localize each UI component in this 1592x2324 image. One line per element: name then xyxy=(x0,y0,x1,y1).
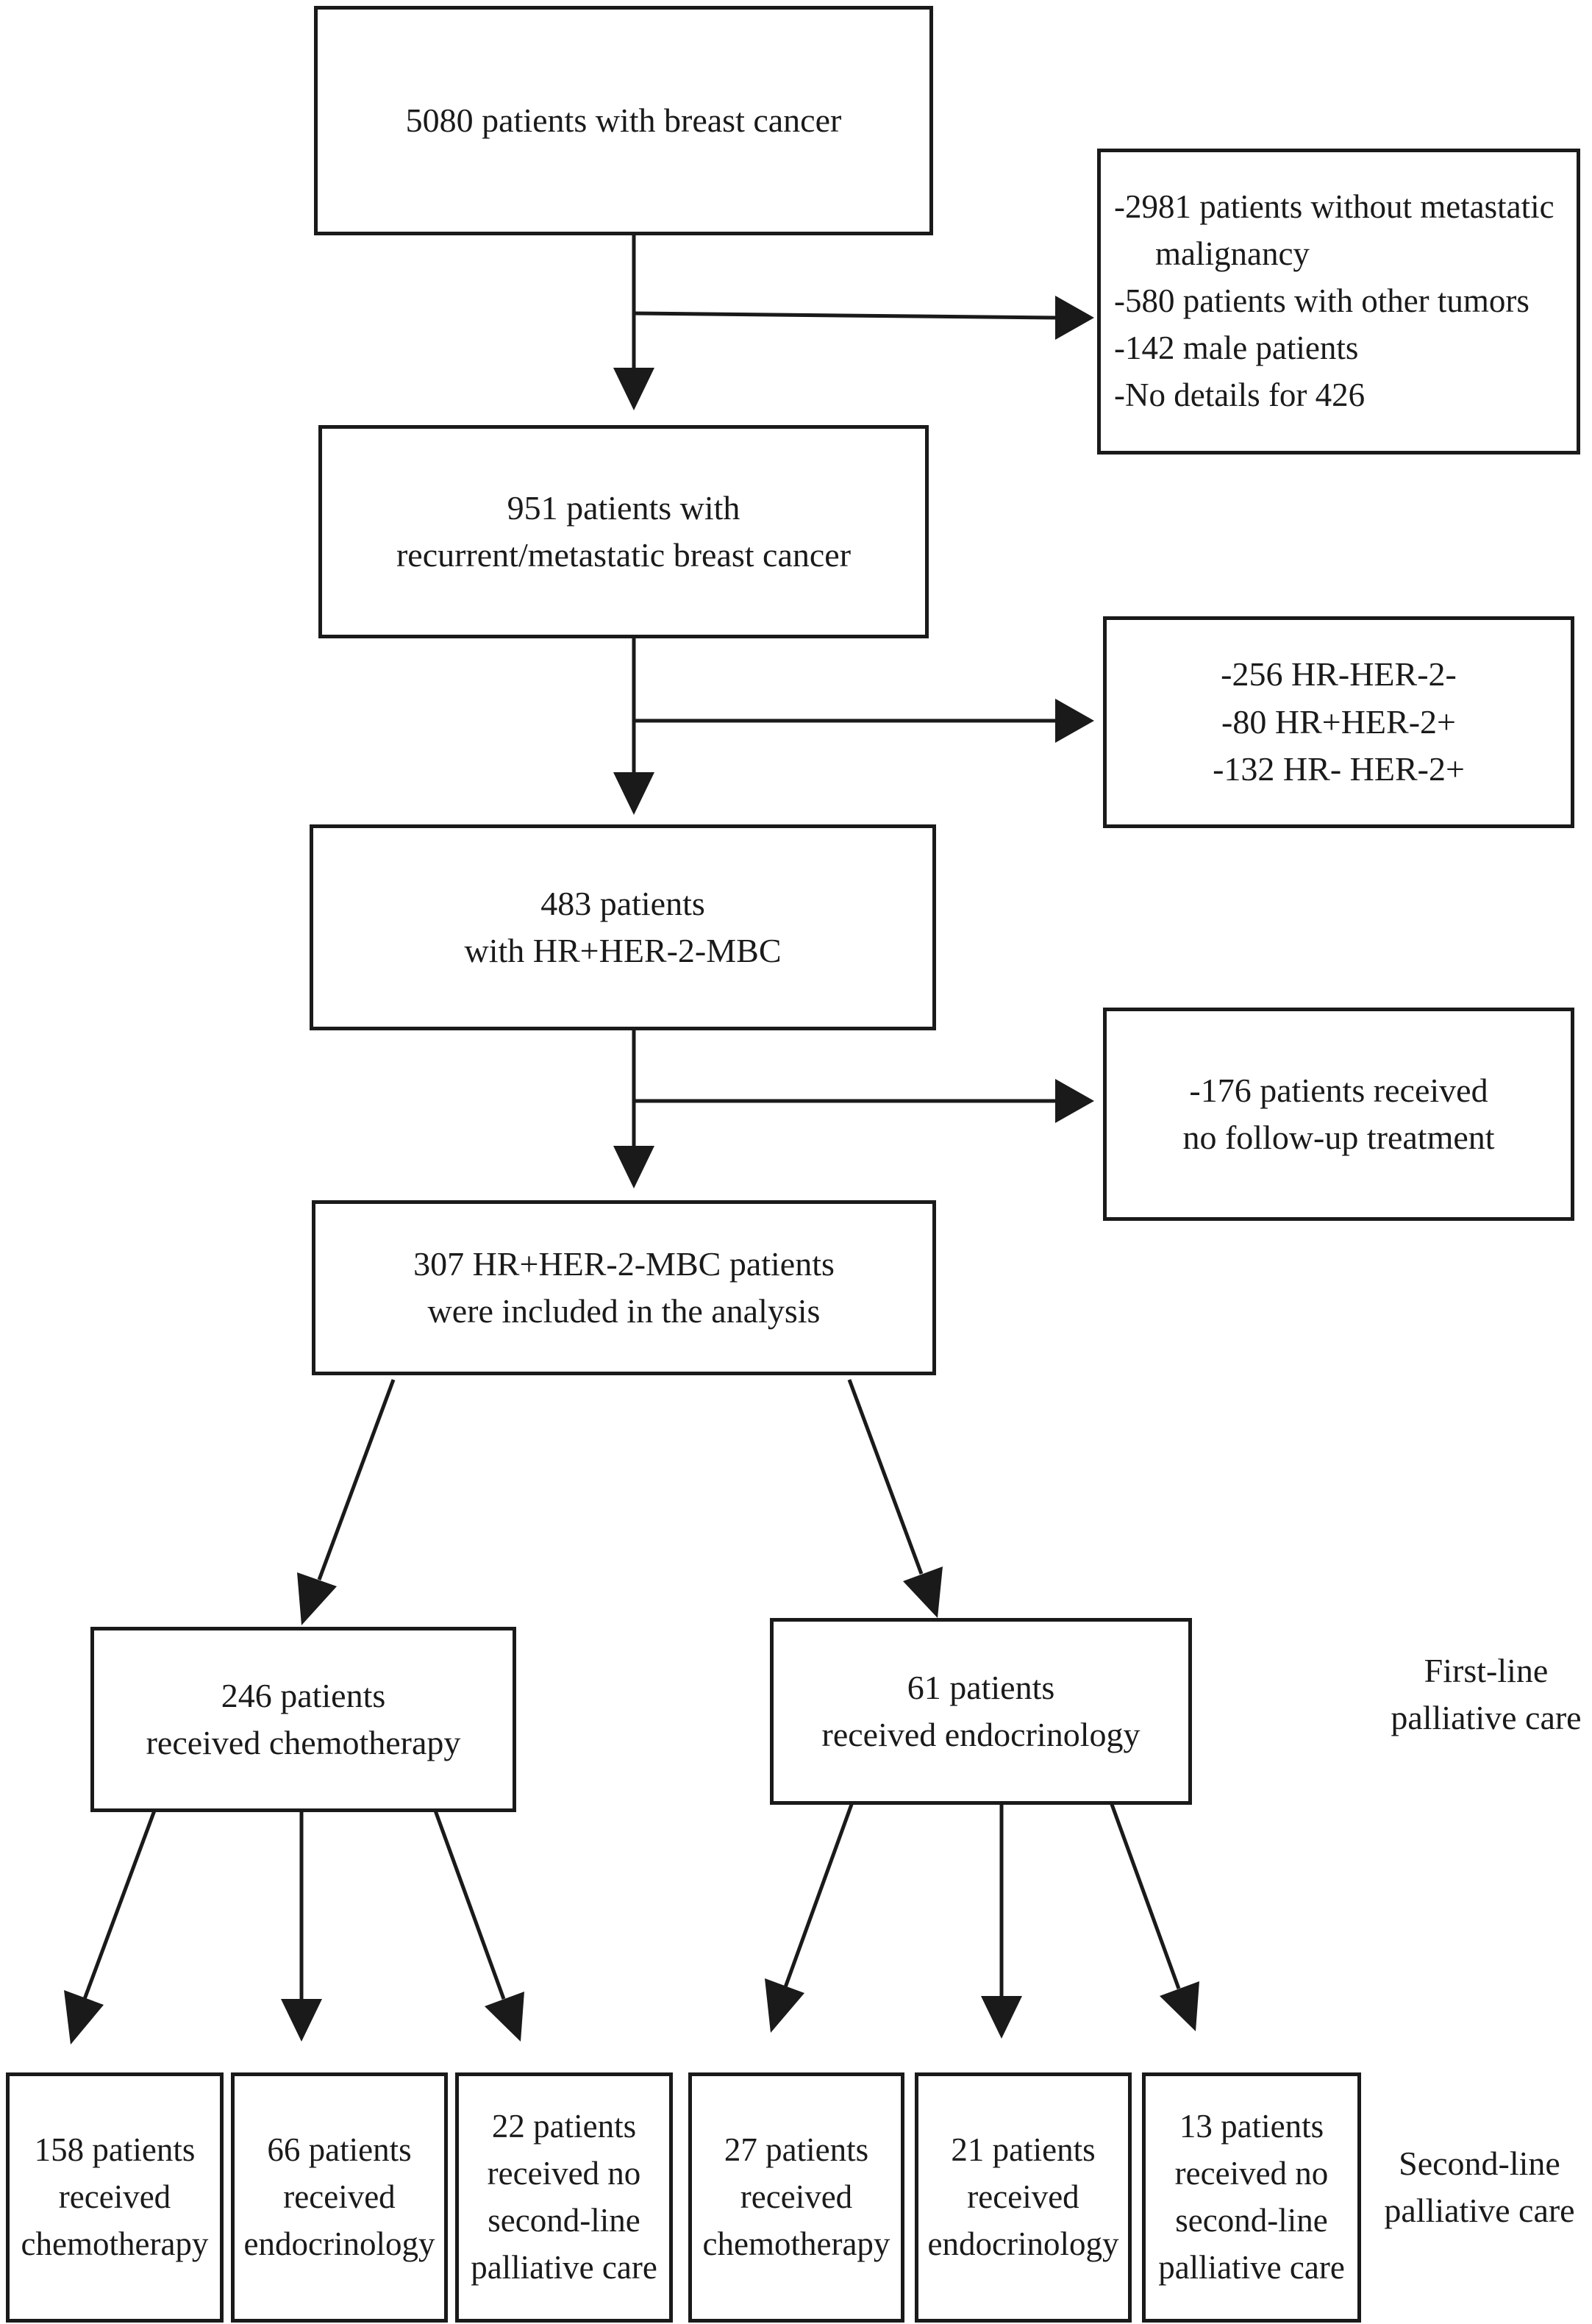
connector-line xyxy=(847,1379,924,1575)
connector-line xyxy=(1108,1800,1181,1989)
text-line: 66 patients xyxy=(267,2131,412,2169)
text-line: received xyxy=(283,2178,396,2216)
arrowhead xyxy=(281,1999,322,2042)
box-no-follow-up: -176 patients received no follow-up treat… xyxy=(1103,1008,1574,1221)
text-line: second-line xyxy=(1175,2202,1328,2239)
text-line: were included in the analysis xyxy=(427,1292,821,1330)
text-line: -176 patients received xyxy=(1189,1071,1488,1109)
connector-line xyxy=(82,1810,157,2000)
arrowhead xyxy=(981,1996,1022,2039)
text-line: no follow-up treatment xyxy=(1182,1119,1495,1156)
text-line: chemotherapy xyxy=(21,2225,209,2262)
arrowhead xyxy=(613,772,654,815)
text-line: -256 HR-HER-2- xyxy=(1221,655,1457,694)
box-second-line-none-after-chemo: 22 patients received no second-line palliat… xyxy=(455,2072,673,2323)
text-line: -No details for 426 xyxy=(1114,376,1366,413)
box-second-line-endo-after-endo: 21 patients received endocrinology xyxy=(915,2072,1132,2323)
text-line: 21 patients xyxy=(951,2131,1096,2169)
text-line: palliative care xyxy=(1391,1699,1582,1737)
box-first-line-chemotherapy: 246 patients received chemotherapy xyxy=(90,1627,516,1812)
box-exclusion-criteria: -2981 patients without metastatic maligna… xyxy=(1097,149,1580,455)
text-line: -142 male patients xyxy=(1114,329,1359,366)
text-line: endocrinology xyxy=(927,2225,1119,2262)
text-line: second-line xyxy=(488,2202,640,2239)
text-line: -80 HR+HER-2+ xyxy=(1221,702,1456,741)
text-line: chemotherapy xyxy=(702,2225,890,2262)
arrowhead xyxy=(613,1146,654,1188)
text-line: First-line xyxy=(1424,1652,1549,1689)
box-second-line-none-after-endo: 13 patients received no second-line palliat… xyxy=(1142,2072,1361,2323)
arrowhead xyxy=(903,1566,943,1618)
box-second-line-endo-after-chemo: 66 patients received endocrinology xyxy=(231,2072,448,2323)
arrowhead xyxy=(1055,699,1094,743)
text-line: 61 patients xyxy=(907,1668,1055,1706)
text-line: malignancy xyxy=(1155,235,1310,273)
text-line: 158 patients xyxy=(34,2131,196,2169)
text-line: received xyxy=(58,2178,171,2216)
text-line: -580 patients with other tumors xyxy=(1114,282,1529,320)
arrowhead xyxy=(64,1990,104,2045)
text-line: palliative care xyxy=(1384,2192,1575,2230)
box-second-line-chemo-after-endo: 27 patients received chemotherapy xyxy=(688,2072,904,2323)
arrowhead xyxy=(765,1978,804,2033)
box-second-line-chemo-after-chemo: 158 patients received chemotherapy xyxy=(6,2072,224,2323)
arrowhead xyxy=(1055,1079,1094,1123)
arrowhead xyxy=(1160,1981,1199,2031)
connector-line xyxy=(317,1379,396,1580)
text-line: -2981 patients without metastatic xyxy=(1114,188,1554,226)
box-included-analysis: 307 HR+HER-2-MBC patients were included i… xyxy=(312,1200,936,1375)
text-line: 246 patients xyxy=(221,1676,386,1714)
text-line: recurrent/metastatic breast cancer xyxy=(396,536,852,574)
text-line: 951 patients with xyxy=(507,488,740,527)
text-line: 22 patients xyxy=(491,2108,637,2145)
connector-line xyxy=(633,311,1056,320)
box-receptor-exclusions: -256 HR-HER-2- -80 HR+HER-2+ -132 HR- HER-… xyxy=(1103,616,1574,828)
text-line: 307 HR+HER-2-MBC patients xyxy=(413,1244,835,1283)
connector-line xyxy=(783,1800,855,1988)
text-line: 13 patients xyxy=(1179,2108,1324,2145)
text-line: 27 patients xyxy=(724,2131,869,2169)
arrowhead xyxy=(1055,296,1094,340)
text-line: received xyxy=(740,2178,853,2216)
text-line: received chemotherapy xyxy=(146,1724,461,1761)
arrowhead xyxy=(613,368,654,410)
text-line: with HR+HER-2-MBC xyxy=(464,932,782,969)
box-total-patients: 5080 patients with breast cancer xyxy=(314,6,933,235)
box-hr-her2-mbc: 483 patients with HR+HER-2-MBC xyxy=(310,824,936,1030)
text-line: palliative care xyxy=(1158,2248,1345,2286)
text-line: received no xyxy=(487,2155,641,2192)
text-line: palliative care xyxy=(471,2248,657,2286)
arrowhead xyxy=(485,1992,524,2042)
text-line: 5080 patients with breast cancer xyxy=(405,101,842,139)
box-recurrent-metastatic: 951 patients with recurrent/metastatic br… xyxy=(318,425,929,638)
box-first-line-endocrinology: 61 patients received endocrinology xyxy=(770,1618,1192,1805)
text-line: -132 HR- HER-2+ xyxy=(1213,750,1465,788)
label-first-line: First-line palliative care xyxy=(1379,1647,1592,1742)
connector-line xyxy=(433,1810,506,2000)
text-line: Second-line xyxy=(1399,2145,1560,2182)
label-second-line: Second-line palliative care xyxy=(1369,2140,1590,2235)
text-line: endocrinology xyxy=(243,2225,435,2262)
text-line: received endocrinology xyxy=(821,1716,1141,1753)
text-line: 483 patients xyxy=(540,884,705,922)
text-line: received xyxy=(967,2178,1079,2216)
text-line: received no xyxy=(1174,2155,1329,2192)
arrowhead xyxy=(297,1572,337,1625)
